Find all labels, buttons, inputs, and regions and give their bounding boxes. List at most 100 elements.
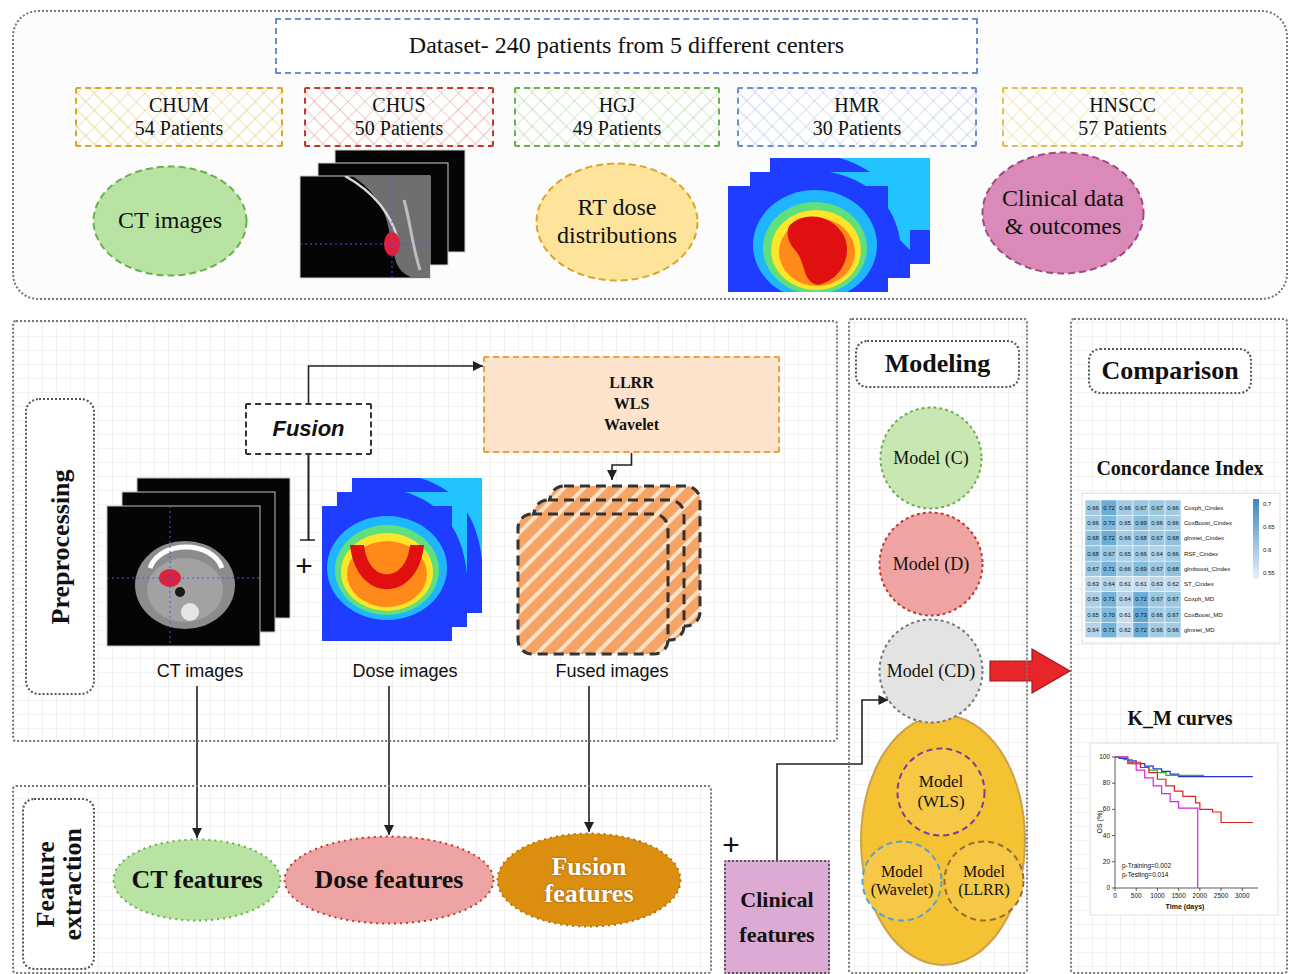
node-text: CT features	[131, 865, 262, 895]
dose-axial-image-part	[322, 506, 452, 641]
dose-axial-image-part-part	[341, 533, 433, 611]
axis-tick-mark	[1199, 888, 1200, 891]
heatmap-cell	[1101, 531, 1117, 546]
p-value: p-Training=0.002	[1121, 863, 1172, 870]
axis-tick-mark	[1136, 888, 1137, 891]
km-axes	[1115, 757, 1258, 888]
ct-sagittal-image	[300, 150, 465, 278]
heatmap-value: 0.66	[1151, 627, 1163, 633]
heatmap-value: 0.68	[1135, 535, 1147, 541]
node-text: Concordance Index	[1096, 457, 1263, 480]
heatmap-value: 0.71	[1103, 566, 1115, 572]
node-text: CHUM	[149, 94, 209, 117]
node-text: 49 Patients	[573, 117, 661, 140]
axis-tick-mark	[1112, 809, 1115, 810]
dose-axial-image-part	[327, 516, 447, 620]
heatmap-value: 0.66	[1167, 520, 1179, 526]
panel-heading-box: Preprocessing	[25, 398, 95, 695]
heatmap-row-name: Coxph_Cindex	[1184, 505, 1223, 511]
box-content: HMR30 Patients	[737, 87, 977, 147]
heatmap-value: 0.67	[1151, 505, 1163, 511]
ct-axial-image-part	[107, 506, 260, 646]
heatmap-row-name: CoxBoost_MD	[1184, 612, 1223, 618]
axis-tick-mark	[1157, 888, 1158, 891]
ct-axial-image	[107, 478, 290, 646]
node-outline	[881, 408, 982, 509]
ct-sagittal-image-part	[300, 176, 430, 278]
node-text: HGJ	[599, 94, 636, 117]
heatmap-value: 0.67	[1103, 551, 1115, 557]
heatmap-cell	[1133, 546, 1149, 561]
heatmap-value: 0.66	[1167, 551, 1179, 557]
axis-title: OS (%)	[1096, 811, 1103, 834]
heatmap-cell	[1149, 561, 1165, 576]
box-content: HGJ49 Patients	[514, 87, 720, 147]
heatmap-cell	[1149, 546, 1165, 561]
panel-heading-box: Dataset- 240 patients from 5 different c…	[275, 18, 978, 74]
node-outline	[880, 513, 983, 616]
center-box: HGJ49 Patients	[514, 87, 720, 147]
heatmap-value: 0.62	[1119, 627, 1131, 633]
heatmap-value: 0.66	[1167, 505, 1179, 511]
model-circle: Model (WLS)	[896, 747, 986, 837]
ct-sagittal-image-part-part	[345, 176, 398, 240]
node-outline	[94, 167, 247, 276]
data-ellipse: CT images	[92, 165, 248, 277]
clinical-box: Clinical features	[724, 860, 830, 974]
p-value: p-Testing=0.014	[1121, 872, 1169, 879]
ct-sagittal-image-part-part	[300, 244, 430, 245]
heatmap-cell	[1165, 561, 1181, 576]
heatmap-cell	[1133, 500, 1149, 515]
heatmap-cell	[1085, 531, 1101, 546]
heatmap-value: 0.65	[1119, 551, 1131, 557]
heatmap-value: 0.67	[1135, 505, 1147, 511]
node-text: HMR	[834, 94, 880, 117]
heatmap-cell	[1117, 500, 1133, 515]
node-content: RT dose distributions	[535, 162, 699, 282]
node-text: WLS	[614, 394, 650, 415]
node-text: HNSCC	[1089, 94, 1156, 117]
dose-axial-image-part-part	[350, 545, 424, 589]
node-outline	[537, 164, 698, 281]
heatmap-cell	[1117, 577, 1133, 592]
heatmap-cell	[1085, 500, 1101, 515]
heatmap-value: 0.66	[1087, 505, 1099, 511]
connector	[309, 455, 316, 540]
panel-heading: Preprocessing	[45, 406, 75, 687]
fused-image	[518, 486, 700, 654]
plus-sign: +	[295, 551, 313, 581]
heatmap-value: 0.72	[1135, 596, 1147, 602]
heatmap-value: 0.67	[1151, 566, 1163, 572]
heatmap-value: 0.61	[1119, 581, 1131, 587]
heatmap-cell	[1133, 531, 1149, 546]
node-text: Model (D)	[893, 554, 969, 575]
axis-tick: 2500	[1214, 893, 1228, 900]
feature-ellipse: Dose features	[283, 835, 495, 925]
heatmap-cell	[1117, 622, 1133, 637]
axis-tick: 80	[1103, 780, 1110, 787]
heatmap-value: 0.65	[1119, 520, 1131, 526]
heatmap-cell	[1149, 500, 1165, 515]
km-plot	[1112, 757, 1253, 891]
heatmap-value: 0.67	[1151, 596, 1163, 602]
heatmap-value: 0.66	[1119, 505, 1131, 511]
heatmap-value: 0.63	[1087, 581, 1099, 587]
scale-tick: 0.65	[1263, 524, 1275, 530]
node-text: Clinical data & outcomes	[991, 185, 1135, 240]
ct-sagittal-image-part-part	[404, 200, 420, 270]
heatmap-cell	[1085, 622, 1101, 637]
panel-heading-box: Feature extraction	[22, 798, 95, 970]
node-content: Model (Wavelet)	[861, 840, 943, 922]
heatmap-cell	[1117, 607, 1133, 622]
heatmap-row-name: CoxBoost_Cindex	[1184, 520, 1232, 526]
heatmap-value: 0.65	[1087, 612, 1099, 618]
panel-heading: Dataset- 240 patients from 5 different c…	[409, 32, 844, 60]
node-text: Clinical features	[730, 882, 824, 952]
heatmap-row-name: glmboost_Cindex	[1184, 566, 1230, 572]
image-node: Fused images	[512, 480, 712, 686]
node-text: 54 Patients	[135, 117, 223, 140]
node-content: Model (C)	[879, 406, 983, 510]
heatmap-cell	[1165, 500, 1181, 515]
node-content: Dose images	[315, 474, 495, 686]
